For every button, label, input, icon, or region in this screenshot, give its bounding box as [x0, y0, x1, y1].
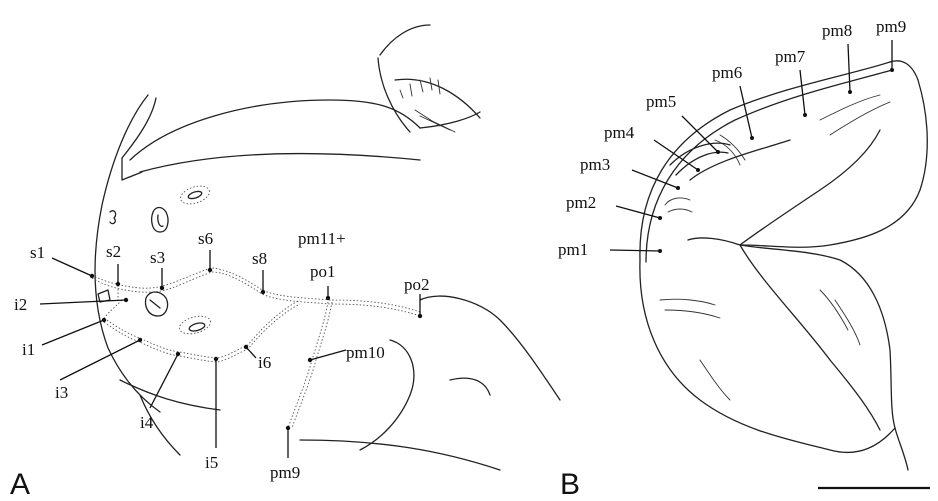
label-s6: s6	[198, 229, 213, 248]
label-i2: i2	[14, 295, 27, 314]
label-pm6: pm6	[712, 63, 742, 82]
panel-a-letter: A	[10, 468, 30, 501]
label-po1: po1	[310, 262, 336, 281]
panel-b-labels: pm1 pm2 pm3 pm4 pm5 pm6 pm7 pm8 pm9	[558, 17, 906, 259]
label-pm11: pm11+	[298, 229, 346, 248]
panel-b-leaders	[610, 40, 892, 251]
label-i3: i3	[55, 383, 68, 402]
label-i5: i5	[205, 453, 218, 472]
label-s3: s3	[150, 248, 165, 267]
label-i4: i4	[140, 413, 154, 432]
label-i6: i6	[258, 353, 271, 372]
label-pm10: pm10	[346, 343, 385, 362]
label-po2: po2	[404, 275, 430, 294]
label-pm9-a: pm9	[270, 463, 300, 482]
label-pm8: pm8	[822, 21, 852, 40]
panel-b-letter: B	[560, 468, 580, 501]
label-pm2: pm2	[566, 193, 596, 212]
label-s8: s8	[252, 249, 267, 268]
label-s2: s2	[106, 242, 121, 261]
label-pm7: pm7	[775, 47, 806, 66]
label-pm9-b: pm9	[876, 17, 906, 36]
panel-b-drawing	[640, 61, 927, 470]
label-s1: s1	[30, 243, 45, 262]
label-pm1: pm1	[558, 240, 588, 259]
label-pm3: pm3	[580, 155, 610, 174]
panel-a-labels: s1 s2 s3 s6 s8 pm11+ po1 po2 i2 i1 i3 i4…	[14, 229, 430, 482]
label-pm4: pm4	[604, 123, 635, 142]
label-pm5: pm5	[646, 92, 676, 111]
label-i1: i1	[22, 340, 35, 359]
